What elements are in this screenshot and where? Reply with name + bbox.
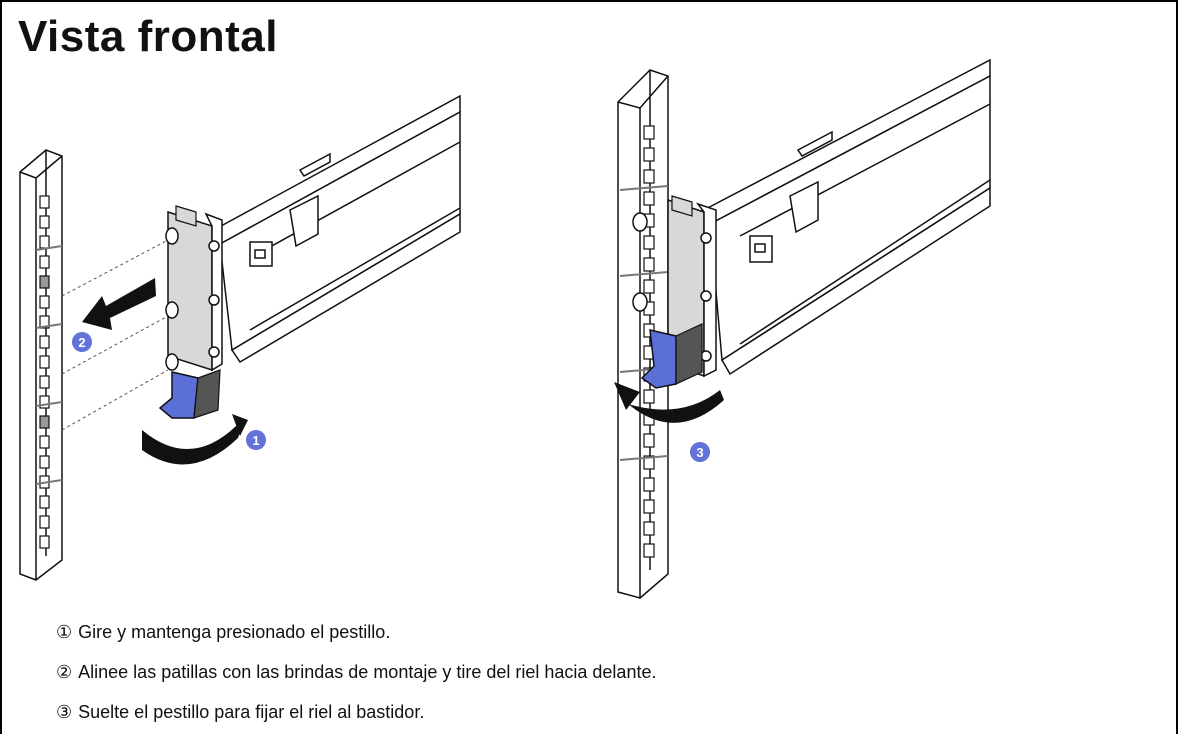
- step-item: ③ Suelte el pestillo para fijar el riel …: [56, 692, 656, 732]
- alignment-guides: [61, 239, 169, 431]
- front-bracket-left: [158, 205, 223, 419]
- pull-forward-arrow: [82, 278, 156, 330]
- latch-left: [158, 371, 199, 419]
- rack-post-right: [617, 69, 669, 599]
- instruction-steps: ① Gire y mantenga presionado el pestillo…: [56, 612, 656, 732]
- front-bracket-right: [632, 195, 717, 389]
- step-item: ① Gire y mantenga presionado el pestillo…: [56, 612, 656, 652]
- step-text: Suelte el pestillo para fijar el riel al…: [78, 701, 425, 722]
- callout-1-label: 1: [252, 433, 259, 448]
- step-text: Alinee las patillas con las brindas de m…: [78, 661, 657, 682]
- callout-3: 3: [690, 442, 710, 462]
- rack-post-left: [19, 149, 63, 581]
- rotate-arrow-left: [142, 420, 244, 465]
- rail-installation-diagram: 2 1: [19, 58, 991, 599]
- left-scene: 2 1: [19, 94, 461, 581]
- step-marker: ②: [56, 661, 73, 682]
- callout-1: 1: [246, 430, 266, 450]
- rotate-arrow-right: [628, 390, 724, 423]
- step-marker: ①: [56, 621, 73, 642]
- callout-2-label: 2: [78, 335, 85, 350]
- callout-3-label: 3: [696, 445, 703, 460]
- page-title: Vista frontal: [18, 12, 278, 61]
- callout-2: 2: [72, 332, 92, 352]
- rail-left: [208, 94, 461, 364]
- rail-right: [698, 58, 991, 376]
- step-marker: ③: [56, 701, 73, 722]
- right-scene: 3: [614, 58, 991, 599]
- step-item: ② Alinee las patillas con las brindas de…: [56, 652, 656, 692]
- step-text: Gire y mantenga presionado el pestillo.: [78, 621, 391, 642]
